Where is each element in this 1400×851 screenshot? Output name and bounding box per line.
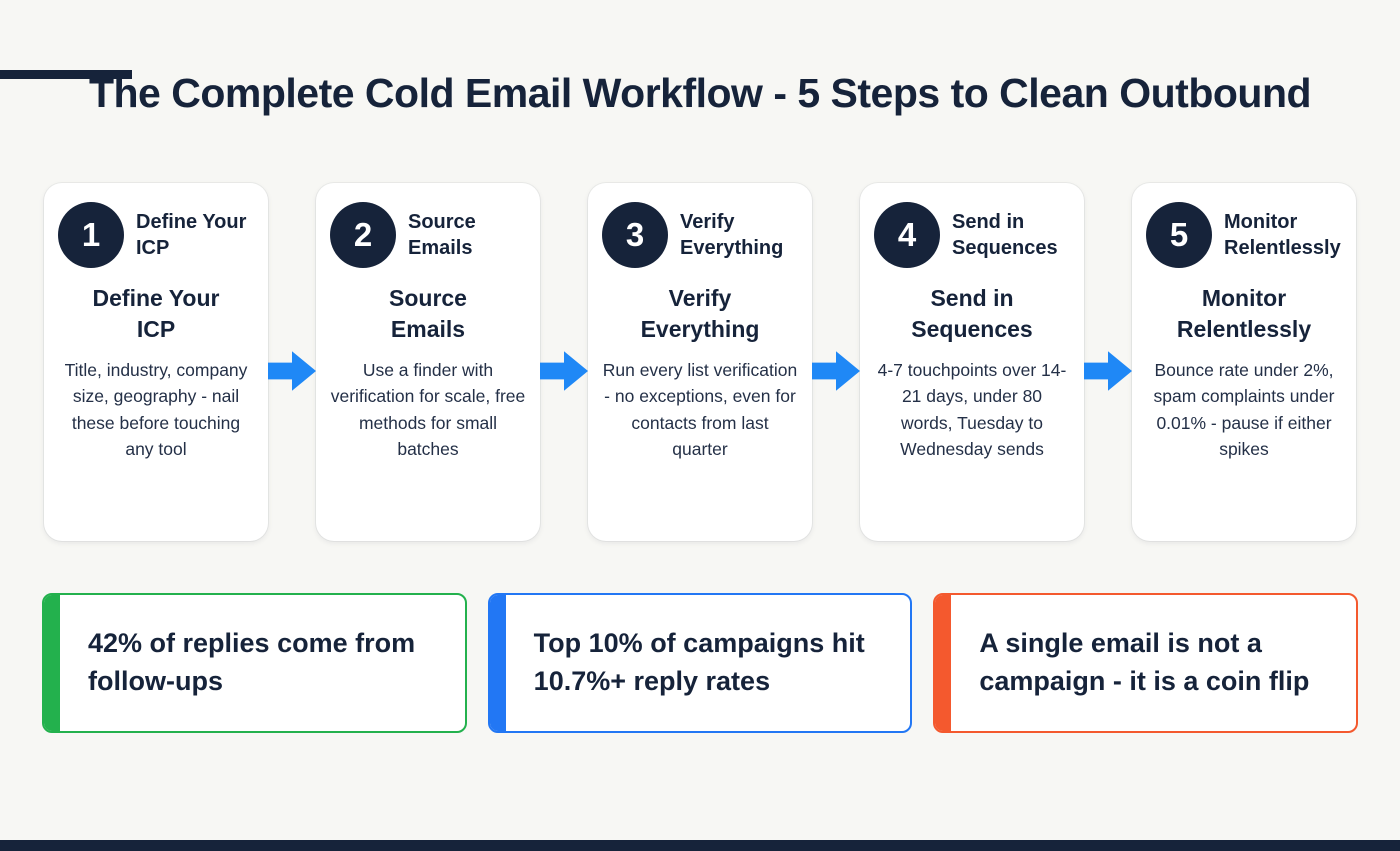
- step-number: 2: [353, 216, 373, 253]
- step-description: Title, industry, company size, geography…: [64, 360, 248, 459]
- step-description: 4-7 touchpoints over 14-21 days, under 8…: [877, 360, 1067, 459]
- arrow-right-icon: [1084, 351, 1132, 391]
- step-number-badge: 2: [330, 202, 396, 268]
- step-number-badge: 3: [602, 202, 668, 268]
- stat-box-followups: 42% of replies come from follow-ups: [42, 593, 467, 733]
- stat-text: A single email is not a campaign - it is…: [979, 628, 1310, 696]
- workflow-steps: 1 Define Your ICP Define Your ICP Title,…: [44, 183, 1356, 541]
- step-number: 4: [897, 216, 917, 253]
- step-description: Use a finder with verification for scale…: [330, 360, 526, 459]
- stat-text: 42% of replies come from follow-ups: [88, 628, 416, 696]
- stat-accent-bar: [935, 595, 952, 731]
- step-description: Bounce rate under 2%, spam complaints un…: [1153, 360, 1335, 459]
- step-title: Verify Everything: [680, 211, 784, 259]
- step-title: Send in Sequences: [952, 211, 1058, 259]
- step-description: Run every list verification - no excepti…: [602, 360, 798, 459]
- step-subtitle: Monitor Relentlessly: [1176, 285, 1312, 343]
- arrow-right-icon: [268, 351, 316, 391]
- page-title: The Complete Cold Email Workflow - 5 Ste…: [88, 70, 1312, 116]
- arrow-right-icon: [540, 351, 588, 391]
- stat-box-coin-flip: A single email is not a campaign - it is…: [933, 593, 1359, 733]
- stat-accent-bar: [44, 595, 60, 731]
- step-card-4: 4 Send in Sequences Send in Sequences 4-…: [860, 183, 1084, 541]
- step-number: 3: [625, 216, 645, 253]
- step-number: 5: [1169, 216, 1189, 253]
- step-subtitle: Verify Everything: [640, 285, 760, 343]
- step-title: Source Emails: [408, 211, 476, 259]
- step-title: Monitor Relentlessly: [1224, 211, 1341, 259]
- step-card-header: 4 Send in Sequences: [872, 199, 1072, 271]
- step-card-5: 5 Monitor Relentlessly Monitor Relentles…: [1132, 183, 1356, 541]
- step-number-badge: 5: [1146, 202, 1212, 268]
- step-number-badge: 1: [58, 202, 124, 268]
- step-number: 1: [81, 216, 101, 253]
- step-subtitle: Send in Sequences: [911, 285, 1033, 343]
- step-card-1: 1 Define Your ICP Define Your ICP Title,…: [44, 183, 268, 541]
- arrow-right-icon: [812, 351, 860, 391]
- bottom-edge-strip: [0, 840, 1400, 851]
- step-card-header: 1 Define Your ICP: [56, 199, 256, 271]
- step-card-3: 3 Verify Everything Verify Everything Ru…: [588, 183, 812, 541]
- step-title: Define Your ICP: [136, 211, 247, 259]
- step-subtitle: Source Emails: [389, 285, 467, 343]
- top-edge-strip: [0, 70, 132, 79]
- step-card-header: 3 Verify Everything: [600, 199, 800, 271]
- step-subtitle: Define Your ICP: [92, 285, 220, 343]
- step-card-2: 2 Source Emails Source Emails Use a find…: [316, 183, 540, 541]
- step-number-badge: 4: [874, 202, 940, 268]
- stat-text: Top 10% of campaigns hit 10.7%+ reply ra…: [533, 628, 865, 696]
- step-card-header: 2 Source Emails: [328, 199, 528, 271]
- stat-accent-bar: [489, 595, 506, 731]
- stat-box-reply-rates: Top 10% of campaigns hit 10.7%+ reply ra…: [487, 593, 913, 733]
- stats-row: 42% of replies come from follow-ups Top …: [42, 593, 1359, 733]
- step-card-header: 5 Monitor Relentlessly: [1144, 199, 1344, 271]
